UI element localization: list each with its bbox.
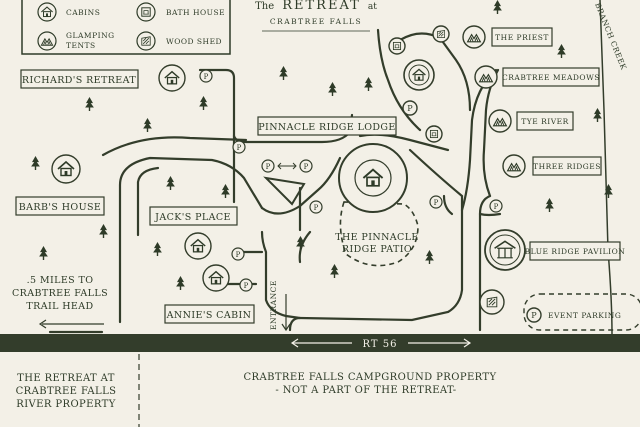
- svg-text:RIDGE PATIO: RIDGE PATIO: [342, 244, 412, 255]
- svg-text:THE RETREAT AT: THE RETREAT AT: [17, 373, 115, 384]
- svg-text:TRAIL HEAD: TRAIL HEAD: [26, 301, 93, 312]
- parking-symbol: P: [266, 163, 271, 171]
- site-three-ridges[interactable]: THREE RIDGES: [502, 154, 602, 178]
- svg-text:BARB'S HOUSE: BARB'S HOUSE: [19, 202, 101, 213]
- service-icons: P: [388, 25, 450, 143]
- parking-symbol: P: [494, 203, 499, 211]
- svg-text:CRABTREE FALLS CAMPGROUND PROP: CRABTREE FALLS CAMPGROUND PROPERTY: [244, 372, 497, 383]
- richards-retreat[interactable]: RICHARD'S RETREAT: [20, 64, 186, 92]
- svg-text:ANNIE'S CABIN: ANNIE'S CABIN: [166, 310, 252, 321]
- svg-text:GLAMPING: GLAMPING: [66, 31, 115, 40]
- parking-symbol: P: [237, 144, 242, 152]
- triangle-parking-lot: [263, 176, 306, 206]
- pinnacle-ridge-lodge[interactable]: PINNACLE RIDGE LODGE: [257, 116, 397, 136]
- map-title: The RETREAT at CRABTREE FALLS: [255, 0, 377, 32]
- svg-text:JACK'S PLACE: JACK'S PLACE: [154, 212, 231, 223]
- glamping-sites: THE PRIEST CRABTREE MEADOWS TYE RIVER TH…: [462, 25, 602, 178]
- parking-markers: P P P P P P P P P: [199, 69, 503, 292]
- title-main: RETREAT: [282, 0, 361, 13]
- blue-ridge-pavilion[interactable]: BLUE RIDGE PAVILION: [484, 229, 626, 271]
- svg-text:TENTS: TENTS: [66, 41, 96, 50]
- site-crabtree-meadows[interactable]: CRABTREE MEADOWS: [474, 65, 600, 89]
- entrance-label: ENTRANCE: [269, 280, 278, 330]
- parking-symbol: P: [434, 199, 439, 207]
- roads: [48, 0, 613, 335]
- parking-symbol: P: [244, 282, 249, 290]
- site-the-priest[interactable]: THE PRIEST: [462, 25, 553, 49]
- svg-text:CABINS: CABINS: [66, 8, 100, 17]
- svg-text:CRABTREE MEADOWS: CRABTREE MEADOWS: [502, 73, 600, 82]
- bottom-left-property: THE RETREAT AT CRABTREE FALLS RIVER PROP…: [16, 373, 117, 410]
- trail-head-label: .5 MILES TO CRABTREE FALLS TRAIL HEAD: [12, 275, 108, 329]
- legend-glamping-tents: GLAMPING TENTS: [37, 31, 115, 51]
- svg-text:EVENT PARKING: EVENT PARKING: [548, 311, 621, 320]
- title-suffix: at: [368, 2, 377, 12]
- svg-text:- NOT A PART OF THE RETREAT-: - NOT A PART OF THE RETREAT-: [275, 385, 456, 396]
- svg-text:BATH HOUSE: BATH HOUSE: [166, 8, 225, 17]
- svg-text:RIVER PROPERTY: RIVER PROPERTY: [16, 399, 115, 410]
- title-prefix: The: [255, 1, 274, 12]
- barbs-house[interactable]: BARB'S HOUSE: [15, 154, 105, 216]
- parking-symbol: P: [407, 104, 413, 113]
- jacks-place[interactable]: JACK'S PLACE: [149, 206, 238, 260]
- patio-label: THE PINNACLE RIDGE PATIO: [335, 232, 419, 255]
- legend-bath-house: BATH HOUSE: [136, 2, 225, 22]
- bottom-right-property: CRABTREE FALLS CAMPGROUND PROPERTY - NOT…: [244, 372, 497, 396]
- parking-symbol: P: [236, 251, 241, 259]
- road-label: RT 56: [363, 339, 398, 350]
- site-tye-river[interactable]: TYE RIVER: [488, 109, 574, 133]
- svg-text:BLUE RIDGE PAVILION: BLUE RIDGE PAVILION: [525, 247, 626, 256]
- svg-text:THREE RIDGES: THREE RIDGES: [533, 162, 601, 171]
- creek-label: BRANCH CREEK: [593, 1, 628, 71]
- entrance-marker: ENTRANCE: [269, 280, 291, 332]
- svg-text:.5 MILES TO: .5 MILES TO: [27, 275, 94, 286]
- parking-symbol: P: [304, 163, 309, 171]
- svg-text:THE PRIEST: THE PRIEST: [495, 33, 549, 42]
- parking-symbol: P: [531, 311, 537, 320]
- parking-symbol: P: [314, 204, 319, 212]
- rt-56-road: RT 56: [0, 334, 640, 352]
- svg-text:PINNACLE RIDGE LODGE: PINNACLE RIDGE LODGE: [258, 122, 395, 133]
- svg-text:CRABTREE FALLS: CRABTREE FALLS: [16, 386, 117, 397]
- svg-text:THE PINNACLE: THE PINNACLE: [335, 232, 419, 243]
- svg-text:RICHARD'S RETREAT: RICHARD'S RETREAT: [22, 75, 136, 86]
- annies-cabin[interactable]: ANNIE'S CABIN: [164, 264, 255, 324]
- svg-text:The RETREAT at: The RETREAT at: [255, 0, 377, 13]
- map-legend: CABINS BATH HOUSE GLAMPING TENTS WOOD SH…: [21, 0, 231, 55]
- svg-text:TYE RIVER: TYE RIVER: [521, 117, 568, 126]
- legend-wood-shed: WOOD SHED: [136, 31, 222, 51]
- svg-text:CRABTREE FALLS: CRABTREE FALLS: [12, 288, 108, 299]
- parking-symbol: P: [204, 73, 209, 81]
- patio-outline: [339, 201, 419, 267]
- legend-cabins: CABINS: [37, 2, 100, 22]
- svg-text:WOOD SHED: WOOD SHED: [166, 37, 222, 46]
- pavilion-shed: [479, 289, 505, 315]
- event-parking[interactable]: P EVENT PARKING: [523, 293, 640, 331]
- title-subtitle: CRABTREE FALLS: [270, 17, 362, 26]
